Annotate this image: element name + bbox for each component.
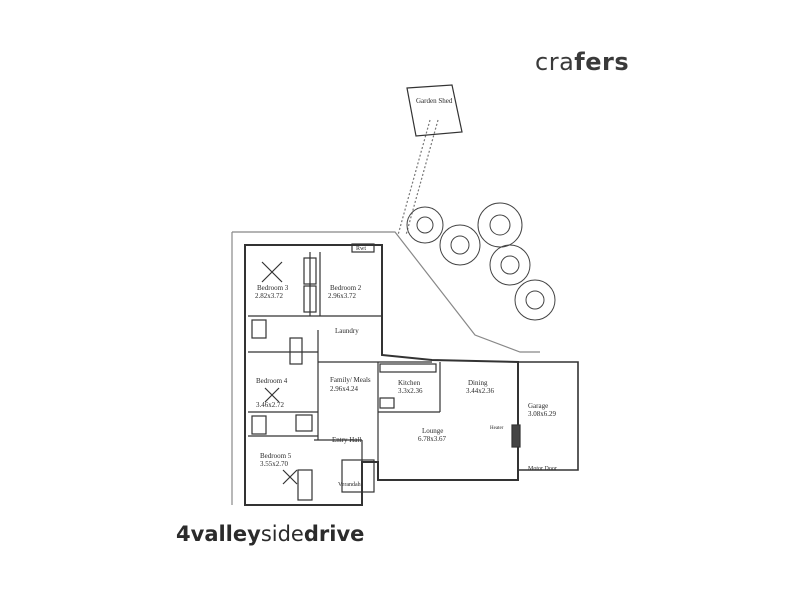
laundry-label: Laundry (335, 327, 359, 335)
wc-box (251, 319, 267, 339)
address-street-b: side (260, 522, 304, 546)
heater-symbol (511, 424, 521, 448)
heater-label: Heater (490, 426, 504, 431)
dining-size: 3.44x2.36 (466, 387, 495, 395)
address-street-a: valley (190, 522, 261, 546)
family-size: 2.96x4.24 (330, 385, 359, 393)
kitchen-bench (379, 363, 437, 373)
family-name: Family/ Meals (330, 376, 371, 384)
verandah-box (341, 459, 375, 493)
bedroom4-size: 3.46x2.72 (256, 401, 285, 409)
ceiling-fan-icons (261, 261, 298, 485)
rwt-label: Rwt (356, 246, 366, 252)
bedroom4-name: Bedroom 4 (256, 377, 288, 385)
bedroom2-name: Bedroom 2 (330, 284, 362, 292)
address-street-c: drive (303, 522, 365, 546)
bedroom2-size: 2.96x3.72 (328, 292, 357, 300)
rwt-box (351, 243, 375, 253)
garden-shed-label: Garden Shed (416, 97, 453, 105)
verandah-label: Verandah (338, 482, 361, 488)
bedroom3-name: Bedroom 3 (257, 284, 289, 292)
garage-outline (518, 361, 579, 471)
garden-path (397, 119, 439, 236)
bedroom3-size: 2.82x3.72 (255, 292, 284, 300)
entry-label: Entry Hall (332, 436, 361, 444)
boundary-line (232, 231, 540, 353)
bedroom5-name: Bedroom 5 (260, 452, 292, 460)
address-number: 4 (176, 522, 191, 546)
lounge-size: 6.78x3.67 (418, 435, 447, 443)
lounge-name: Lounge (422, 427, 443, 435)
bedroom5-size: 3.55x2.70 (260, 460, 289, 468)
brand-light: cra (535, 48, 575, 76)
motor-door-label: Motor Door (528, 466, 557, 472)
brand-logo: crafers (535, 48, 629, 76)
property-address: 4valleysidedrive (176, 522, 364, 546)
house-outline (244, 244, 519, 506)
garage-name: Garage (528, 402, 548, 410)
garage-size: 3.08x6.29 (528, 410, 557, 418)
brand-bold: fers (574, 48, 630, 76)
garden-shed (406, 84, 463, 137)
kitchen-size: 3.3x2.36 (398, 387, 423, 395)
trees-cluster (406, 202, 556, 321)
dining-name: Dining (468, 379, 488, 387)
robe-box (303, 257, 317, 285)
kitchen-name: Kitchen (398, 379, 421, 387)
